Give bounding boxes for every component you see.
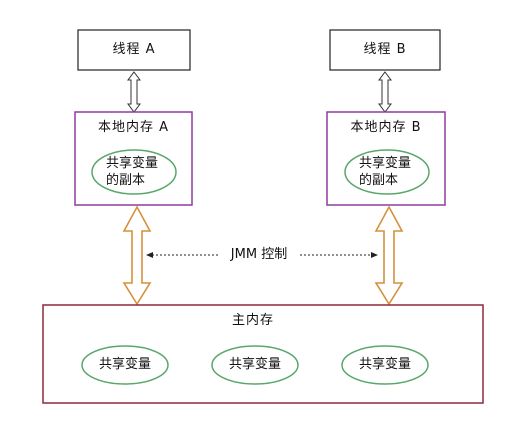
local-memory-a-title: 本地内存 A: [97, 120, 170, 135]
local-b-main-arrow: [374, 205, 404, 306]
local-memory-b-title: 本地内存 B: [350, 120, 422, 135]
thread-b-label: 线程 B: [363, 42, 407, 57]
local-a-copy-line2: 的副本: [106, 173, 146, 188]
local-a-copy-line1: 共享变量: [106, 156, 159, 171]
main-memory-title: 主内存: [232, 313, 275, 328]
thread-a-label: 线程 A: [112, 42, 156, 57]
main-variable-ellipse-1: [81, 345, 169, 385]
main-variable-ellipse-3: [341, 345, 429, 385]
thread-a-local-arrow: [127, 71, 141, 113]
jmm-control-label: JMM 控制: [230, 247, 288, 262]
local-a-main-arrow: [122, 205, 152, 306]
thread-a-box: [77, 29, 191, 71]
thread-b-box: [329, 29, 441, 71]
local-b-copy-line1: 共享变量: [359, 156, 412, 171]
local-b-copy-ellipse: [344, 149, 430, 195]
local-b-copy-line2: 的副本: [359, 173, 399, 188]
main-variable-label-2: 共享变量: [228, 357, 281, 372]
jmm-control-line: [146, 252, 378, 258]
local-a-copy-ellipse: [91, 149, 177, 195]
thread-b-local-arrow: [378, 71, 392, 113]
main-variable-ellipse-2: [211, 345, 299, 385]
main-variable-label-1: 共享变量: [98, 357, 151, 372]
main-variable-label-3: 共享变量: [358, 357, 411, 372]
